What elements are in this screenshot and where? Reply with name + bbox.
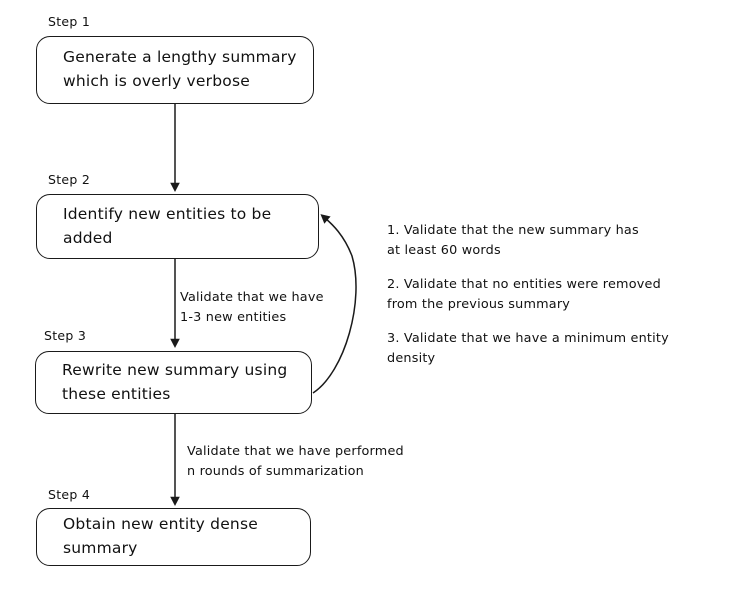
- step-label-4: Step 4: [48, 487, 91, 502]
- node-step-2-text: Identify new entities to be added: [63, 204, 272, 247]
- node-step-3[interactable]: Rewrite new summary using these entities: [35, 351, 312, 414]
- edge-label-step2-to-step3: Validate that we have 1-3 new entities: [180, 290, 324, 325]
- step-label-3: Step 3: [44, 328, 87, 343]
- validation-note-1: 1. Validate that the new summary has at …: [387, 223, 639, 258]
- node-step-4-text: Obtain new entity dense summary: [63, 515, 258, 557]
- node-step-4[interactable]: Obtain new entity dense summary: [36, 508, 311, 566]
- node-step-1[interactable]: Generate a lengthy summary which is over…: [36, 36, 314, 104]
- step-label-2: Step 2: [48, 172, 91, 187]
- node-step-3-text: Rewrite new summary using these entities: [62, 360, 288, 403]
- node-step-1-text: Generate a lengthy summary which is over…: [63, 48, 297, 90]
- node-step-2[interactable]: Identify new entities to be added: [36, 194, 319, 259]
- validation-note-2: 2. Validate that no entities were remove…: [387, 277, 661, 312]
- edge-label-step3-to-step4: Validate that we have performed n rounds…: [187, 444, 404, 479]
- step-label-1: Step 1: [48, 14, 91, 29]
- validation-note-3: 3. Validate that we have a minimum entit…: [387, 331, 669, 366]
